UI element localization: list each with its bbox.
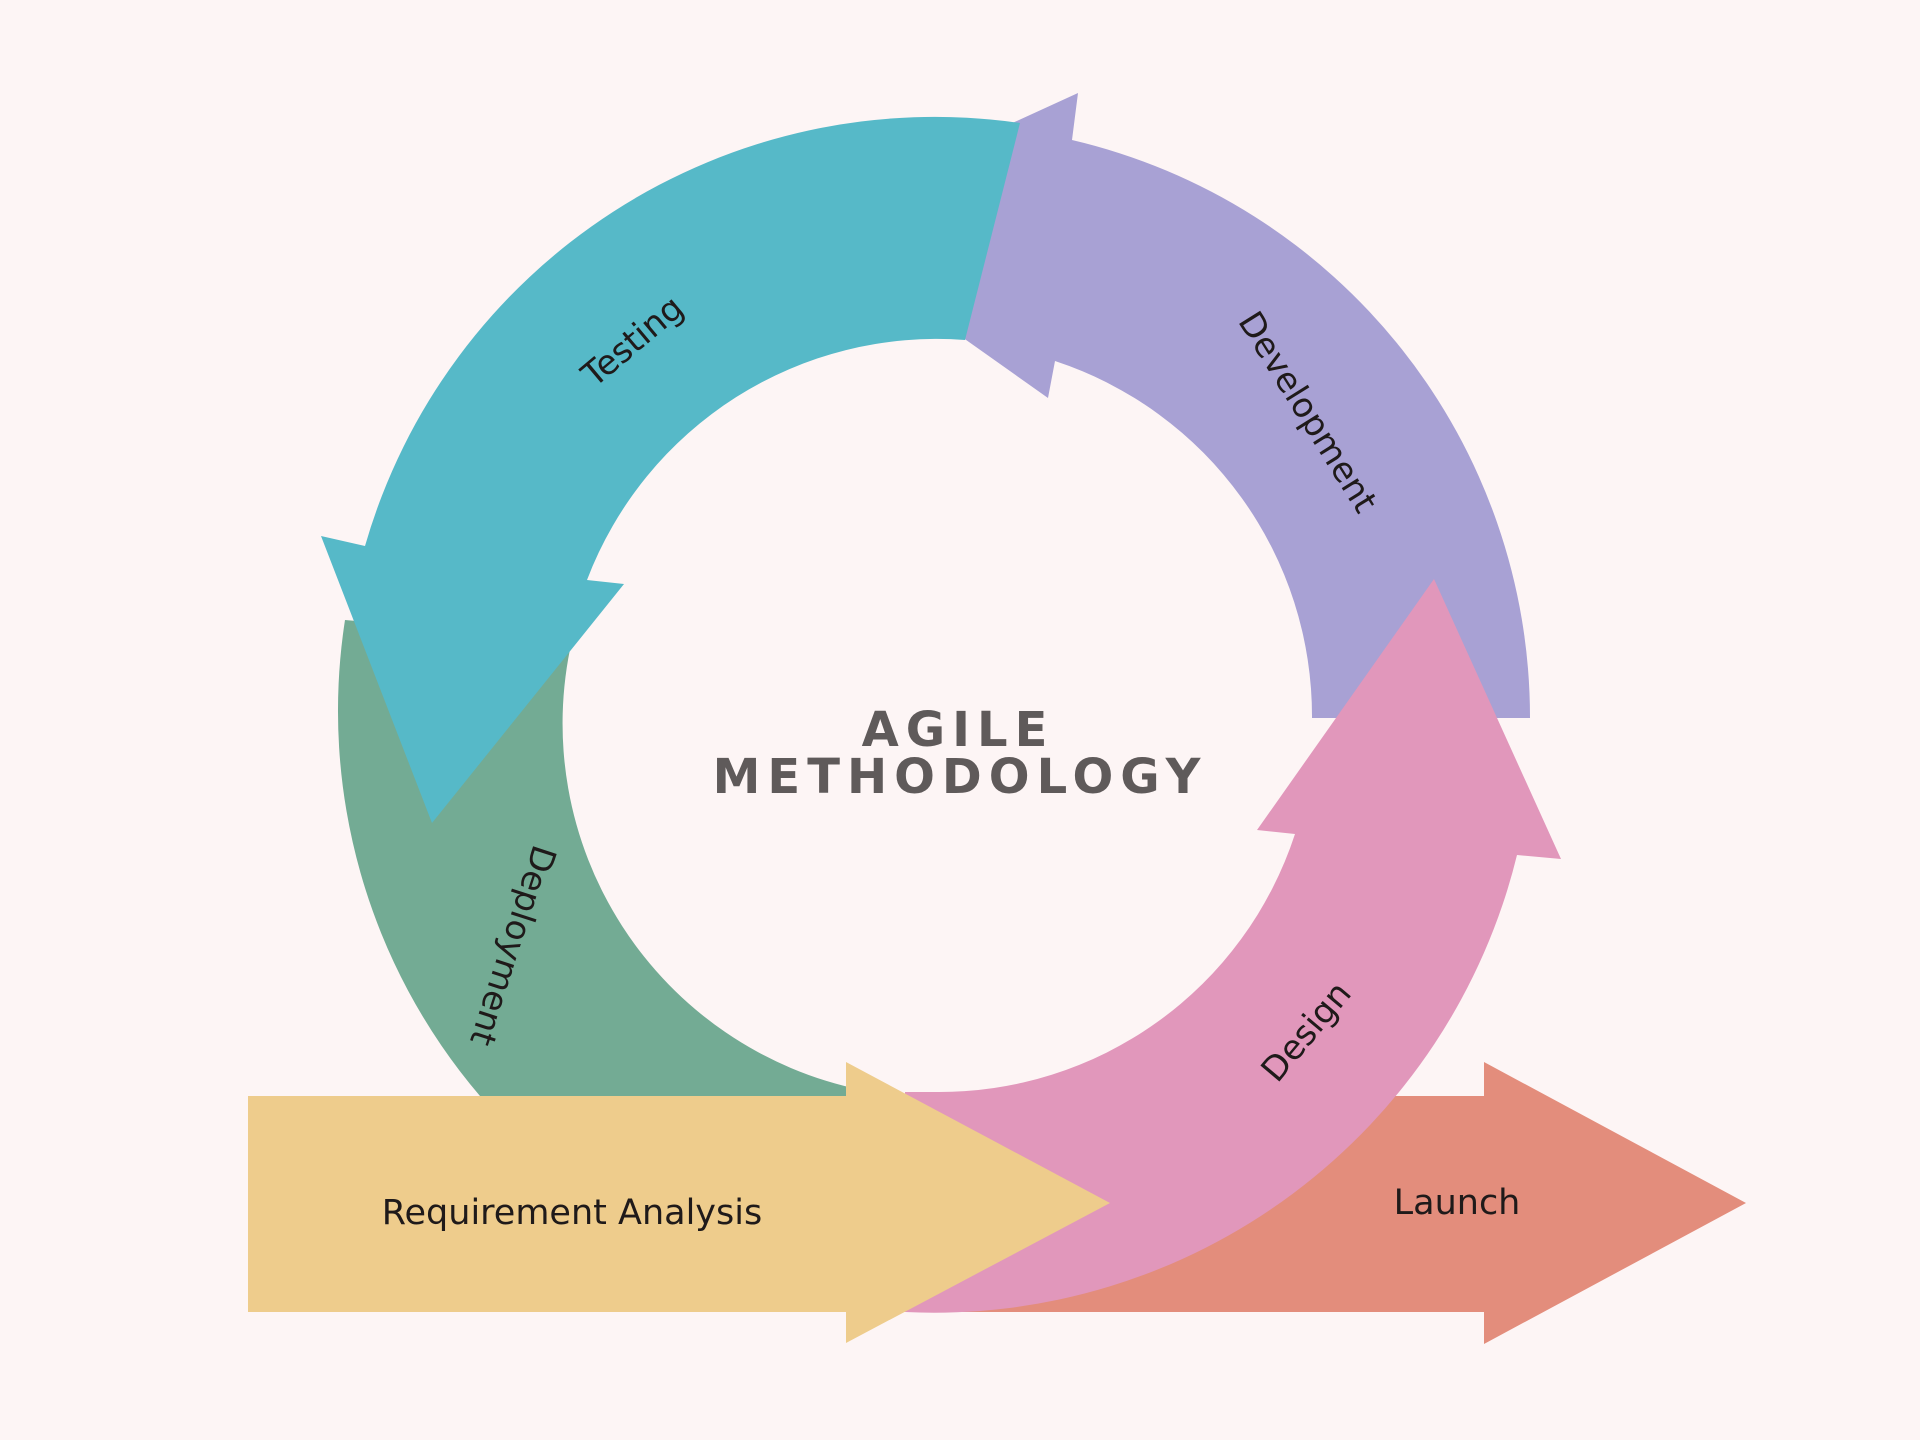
requirement-analysis-label: Requirement Analysis bbox=[382, 1193, 762, 1233]
title-line-1: AGILE bbox=[862, 702, 1055, 758]
testing-arrow bbox=[321, 116, 1020, 824]
requirement-analysis-arrow bbox=[248, 1062, 1110, 1343]
title-line-2: METHODOLOGY bbox=[713, 749, 1208, 805]
design-arrow bbox=[905, 579, 1561, 1313]
launch-label: Launch bbox=[1394, 1183, 1521, 1223]
